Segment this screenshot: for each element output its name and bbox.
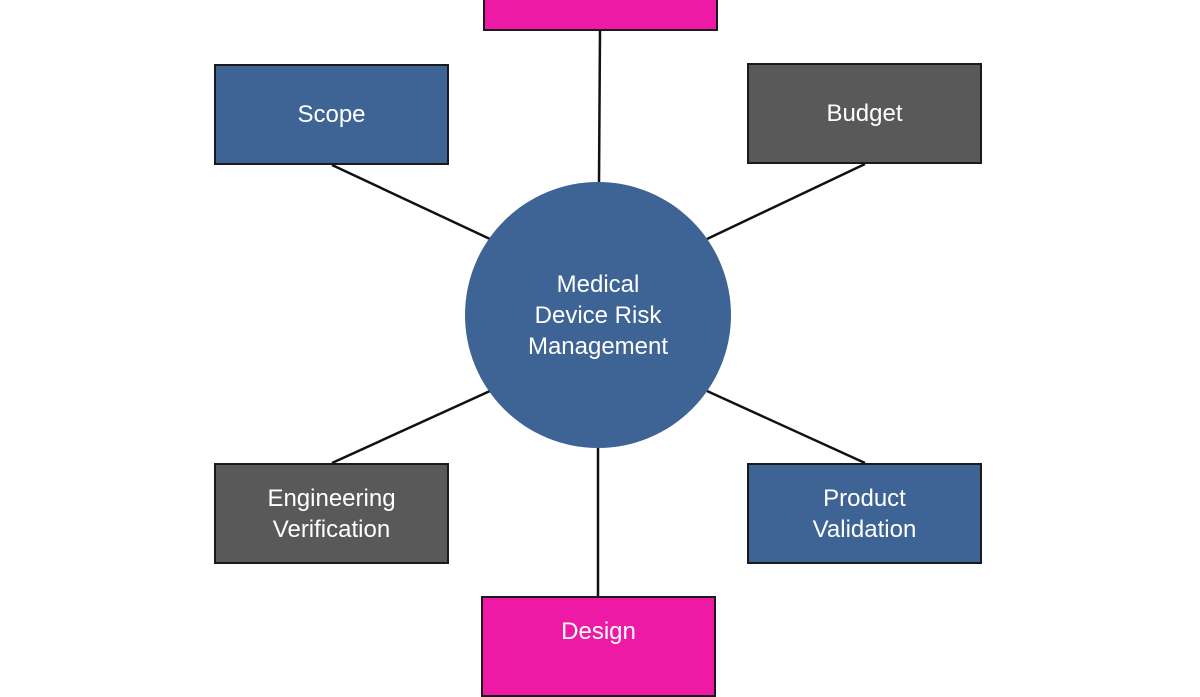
connector-budget xyxy=(706,162,866,241)
node-budget-label: Budget xyxy=(826,100,903,127)
connector-top xyxy=(597,30,602,183)
connectors xyxy=(331,30,866,596)
node-top xyxy=(483,0,718,31)
hub-spoke-diagram: Medical Device Risk Management Scope Bud… xyxy=(214,0,982,697)
node-engineering-verification: Engineering Verification xyxy=(214,463,449,564)
node-engineering-verification-label: Engineering Verification xyxy=(267,484,396,543)
node-design-label: Design xyxy=(561,618,636,645)
node-scope: Scope xyxy=(214,64,449,165)
node-design: Design xyxy=(481,596,716,697)
node-budget: Budget xyxy=(747,63,982,164)
node-product-validation-label: Product Validation xyxy=(812,484,917,543)
connector-prod xyxy=(706,389,866,465)
center-node: Medical Device Risk Management xyxy=(465,182,731,448)
center-node-label: Medical Device Risk Management xyxy=(527,270,669,360)
node-product-validation: Product Validation xyxy=(747,463,982,564)
connector-eng xyxy=(331,389,491,465)
connector-scope xyxy=(331,163,491,241)
node-scope-label: Scope xyxy=(297,101,366,128)
